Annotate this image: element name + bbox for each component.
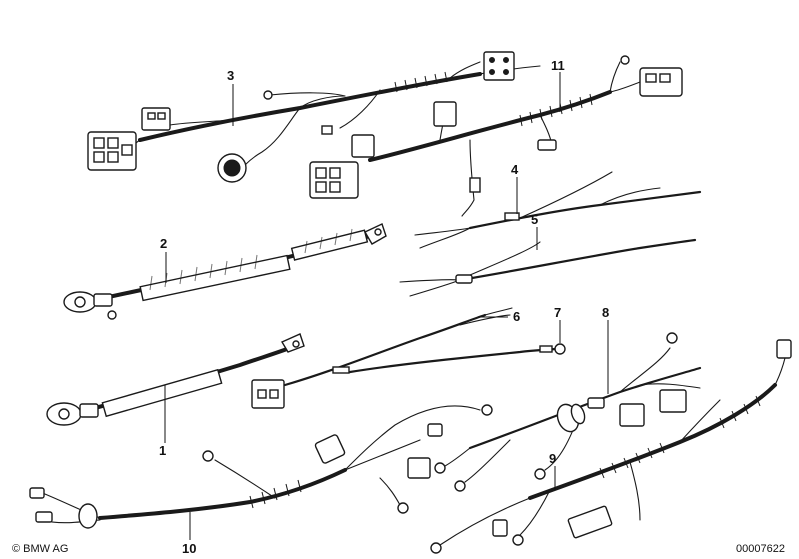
callout-labels: 3 2 1 4 5 6 7 8 9 10 11	[159, 58, 609, 556]
wire-part-4	[414, 171, 702, 249]
callout-5: 5	[531, 212, 538, 227]
cable-part-1	[46, 333, 305, 426]
callout-7: 7	[554, 305, 561, 320]
wire-part-7	[348, 343, 566, 374]
harness-part-11	[309, 55, 683, 217]
callout-3: 3	[227, 68, 234, 83]
callout-9: 9	[549, 451, 556, 466]
wire-part-5	[399, 238, 697, 297]
callout-8: 8	[602, 305, 609, 320]
image-number: 00007622	[736, 543, 785, 555]
harness-part-8	[434, 332, 702, 492]
callout-2: 2	[160, 236, 167, 251]
harness-part-9	[430, 339, 792, 554]
callout-10: 10	[182, 541, 196, 556]
callout-4: 4	[511, 162, 519, 177]
harness-part-3	[87, 51, 541, 183]
wire-part-6	[251, 307, 513, 409]
cable-part-2	[63, 223, 387, 320]
callout-11: 11	[551, 58, 565, 73]
callout-6: 6	[513, 309, 520, 324]
copyright-text: © BMW AG	[12, 543, 68, 555]
leader-lines	[164, 72, 609, 540]
callout-1: 1	[159, 443, 166, 458]
harness-part-10	[29, 404, 493, 529]
